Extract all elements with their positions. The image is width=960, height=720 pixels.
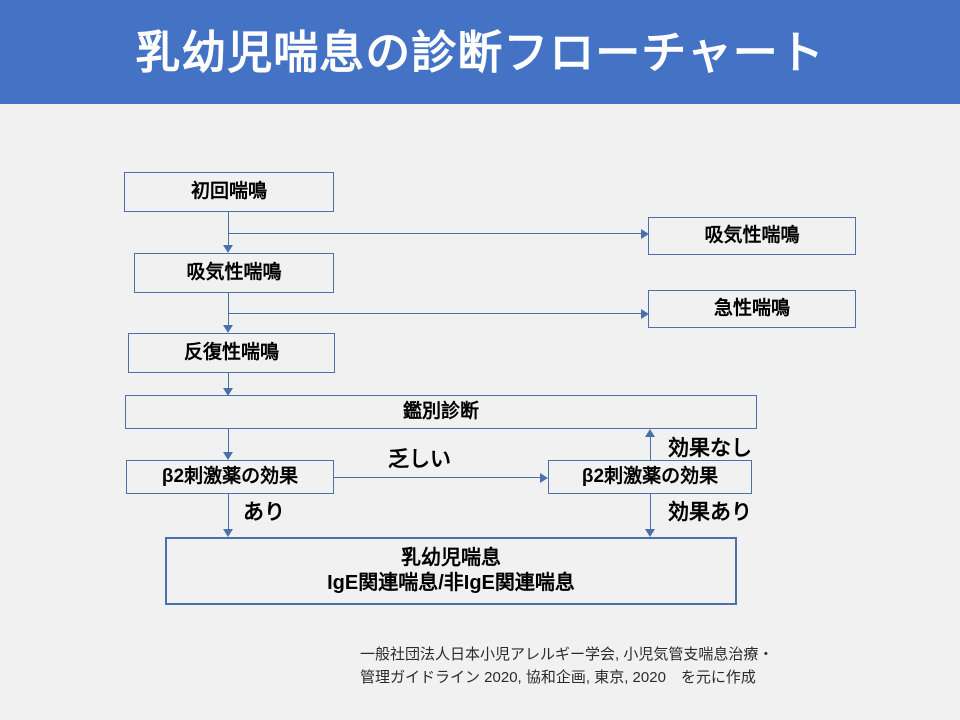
node-final-diagnosis[interactable]: 乳幼児喘息 IgE関連喘息/非IgE関連喘息 [165, 537, 737, 605]
connector-recurrent-to-differential [228, 373, 229, 388]
node-acute-wheeze[interactable]: 急性喘鳴 [648, 290, 856, 328]
connector-differential-to-beta2-left [228, 429, 229, 452]
node-beta2-agonist-effect-right-label: β2刺激薬の効果 [581, 466, 719, 488]
node-inspiratory-wheeze-left-label: 吸気性喘鳴 [186, 262, 282, 284]
node-final-diagnosis-label: 乳幼児喘息 IgE関連喘息/非IgE関連喘息 [327, 547, 575, 594]
edge-label-effect-present: 効果あり [668, 501, 752, 524]
connector-inspiratory-to-recurrent [228, 293, 229, 325]
node-first-wheeze-label: 初回喘鳴 [190, 181, 267, 203]
arrowhead-down-to-recurrent [223, 325, 233, 333]
edge-label-no-effect: 効果なし [668, 437, 752, 460]
node-recurrent-wheeze-label: 反復性喘鳴 [183, 342, 279, 364]
node-inspiratory-wheeze-left[interactable]: 吸気性喘鳴 [134, 253, 334, 293]
arrowhead-down-to-inspiratory [223, 245, 233, 253]
connector-beta2-right-to-differential [650, 434, 651, 460]
connector-beta2-left-to-right [334, 477, 541, 478]
node-beta2-agonist-effect-right[interactable]: β2刺激薬の効果 [548, 460, 752, 494]
node-beta2-agonist-effect-left-label: β2刺激薬の効果 [161, 466, 299, 488]
arrowhead-down-to-differential [223, 388, 233, 396]
node-inspiratory-wheeze-right-label: 吸気性喘鳴 [704, 225, 800, 247]
title-banner: 乳幼児喘息の診断フローチャート [0, 0, 960, 104]
connector-beta2-left-to-diagnosis [228, 494, 229, 529]
arrowhead-right-to-beta2-right [540, 473, 548, 483]
citation-text: 一般社団法人日本小児アレルギー学会, 小児気管支喘息治療・ 管理ガイドライン 2… [360, 646, 774, 687]
arrowhead-right-to-inspiratory-right [641, 229, 649, 239]
node-first-wheeze[interactable]: 初回喘鳴 [124, 172, 334, 212]
arrowhead-down-to-diagnosis-left [223, 529, 233, 537]
arrowhead-right-to-acute [641, 309, 649, 319]
edge-label-poor-response: 乏しい [388, 448, 451, 471]
flowchart-canvas: 初回喘鳴 吸気性喘鳴 反復性喘鳴 吸気性喘鳴 急性喘鳴 鑑別診断 β2刺激薬の効… [0, 104, 960, 720]
edge-label-has-response: あり [243, 501, 285, 524]
node-inspiratory-wheeze-right[interactable]: 吸気性喘鳴 [648, 217, 856, 255]
connector-beta2-right-to-diagnosis [650, 494, 651, 529]
connector-branch-to-acute [228, 313, 642, 314]
node-beta2-agonist-effect-left[interactable]: β2刺激薬の効果 [126, 460, 334, 494]
node-differential-diagnosis-label: 鑑別診断 [402, 401, 479, 423]
arrowhead-down-to-beta2-left [223, 452, 233, 460]
page-title: 乳幼児喘息の診断フローチャート [135, 26, 825, 78]
node-differential-diagnosis[interactable]: 鑑別診断 [125, 395, 757, 429]
connector-branch-to-inspiratory-right [228, 233, 642, 234]
node-recurrent-wheeze[interactable]: 反復性喘鳴 [128, 333, 335, 373]
node-acute-wheeze-label: 急性喘鳴 [713, 298, 790, 320]
connector-first-to-inspiratory [228, 212, 229, 245]
arrowhead-down-to-diagnosis-right [645, 529, 655, 537]
arrowhead-up-to-differential [645, 429, 655, 437]
